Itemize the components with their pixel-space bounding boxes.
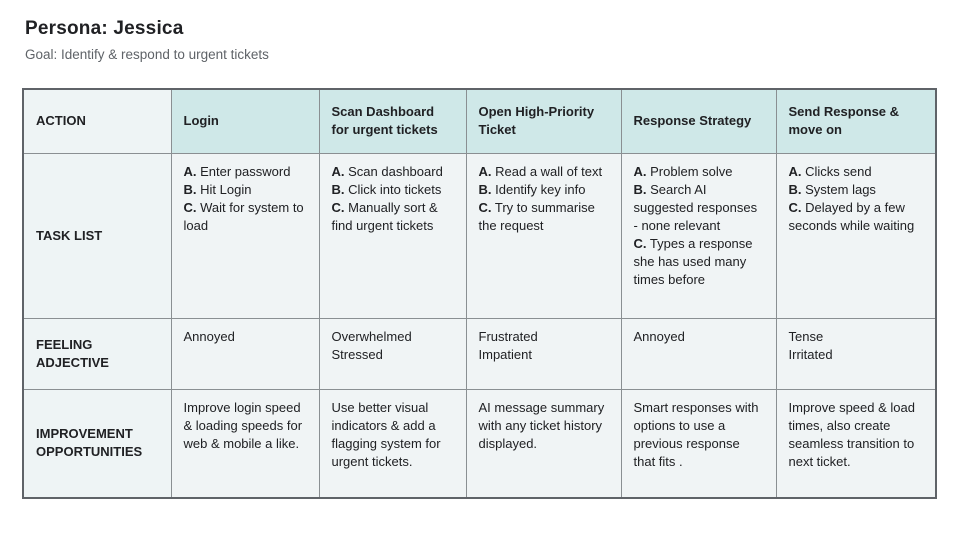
- feeling-cell-send-response: Tense Irritated: [775, 317, 937, 390]
- improvement-cell-send-response: Improve speed & load times, also create …: [775, 388, 937, 499]
- task-item: C. Wait for system to load: [183, 199, 304, 233]
- improvement-cell-login: Improve login speed & loading speeds for…: [170, 388, 320, 499]
- row-header-task-list: TASK LIST: [22, 152, 172, 319]
- feeling-line: Tense: [788, 328, 824, 344]
- task-item: B. Click into tickets: [331, 181, 442, 197]
- improvement-cell-scan-dashboard: Use better visual indicators & add a fla…: [318, 388, 467, 499]
- header-row: ACTION Login Scan Dashboard for urgent t…: [22, 88, 937, 154]
- page-title: Persona: Jessica: [25, 18, 184, 39]
- task-item: B. Identify key info: [478, 181, 586, 197]
- journey-map-table: ACTION Login Scan Dashboard for urgent t…: [22, 88, 937, 499]
- task-cell-send-response: A. Clicks send B. System lags C. Delayed…: [775, 152, 937, 319]
- feeling-line: Overwhelmed: [331, 328, 412, 344]
- feeling-line: Frustrated: [478, 328, 538, 344]
- feeling-cell-scan-dashboard: Overwhelmed Stressed: [318, 317, 467, 390]
- feeling-line: Stressed: [331, 346, 383, 362]
- task-item: C. Delayed by a few seconds while waitin…: [788, 199, 915, 233]
- improvement-cell-response-strategy: Smart responses with options to use a pr…: [620, 388, 777, 499]
- row-header-feeling: FEELING ADJECTIVE: [22, 317, 172, 390]
- feeling-cell-response-strategy: Annoyed: [620, 317, 777, 390]
- feeling-adjective-row: FEELING ADJECTIVE Annoyed Overwhelmed St…: [22, 317, 937, 390]
- task-cell-response-strategy: A. Problem solve B. Search AI suggested …: [620, 152, 777, 319]
- improvement-opportunities-row: IMPROVEMENT OPPORTUNITIES Improve login …: [22, 388, 937, 499]
- column-header-response-strategy: Response Strategy: [620, 88, 777, 154]
- task-item: C. Manually sort & find urgent tickets: [331, 199, 438, 233]
- task-item: A. Scan dashboard: [331, 163, 443, 179]
- task-item: B. Hit Login: [183, 181, 252, 197]
- task-item: B. System lags: [788, 181, 876, 197]
- task-item: A. Clicks send: [788, 163, 872, 179]
- task-item: B. Search AI suggested responses - none …: [633, 181, 758, 233]
- column-header-scan-dashboard: Scan Dashboard for urgent tickets: [318, 88, 467, 154]
- feeling-line: Annoyed: [633, 328, 685, 344]
- task-item: A. Problem solve: [633, 163, 733, 179]
- corner-cell-action: ACTION: [22, 88, 172, 154]
- feeling-line: Annoyed: [183, 328, 235, 344]
- feeling-line: Impatient: [478, 346, 532, 362]
- task-item: A. Enter password: [183, 163, 291, 179]
- feeling-cell-login: Annoyed: [170, 317, 320, 390]
- task-list-row: TASK LIST A. Enter password B. Hit Login…: [22, 152, 937, 319]
- task-item: C. Types a response she has used many ti…: [633, 235, 753, 287]
- feeling-line: Irritated: [788, 346, 833, 362]
- row-header-improvement: IMPROVEMENT OPPORTUNITIES: [22, 388, 172, 499]
- task-cell-login: A. Enter password B. Hit Login C. Wait f…: [170, 152, 320, 319]
- column-header-login: Login: [170, 88, 320, 154]
- feeling-cell-open-ticket: Frustrated Impatient: [465, 317, 622, 390]
- column-header-send-response: Send Response & move on: [775, 88, 937, 154]
- column-header-open-ticket: Open High-Priority Ticket: [465, 88, 622, 154]
- improvement-cell-open-ticket: AI message summary with any ticket histo…: [465, 388, 622, 499]
- slide-header: Persona: Jessica Goal: Identify & respon…: [25, 18, 269, 62]
- task-item: C. Try to summarise the request: [478, 199, 595, 233]
- task-item: A. Read a wall of text: [478, 163, 603, 179]
- page-subtitle: Goal: Identify & respond to urgent ticke…: [25, 47, 269, 62]
- task-cell-scan-dashboard: A. Scan dashboard B. Click into tickets …: [318, 152, 467, 319]
- task-cell-open-ticket: A. Read a wall of text B. Identify key i…: [465, 152, 622, 319]
